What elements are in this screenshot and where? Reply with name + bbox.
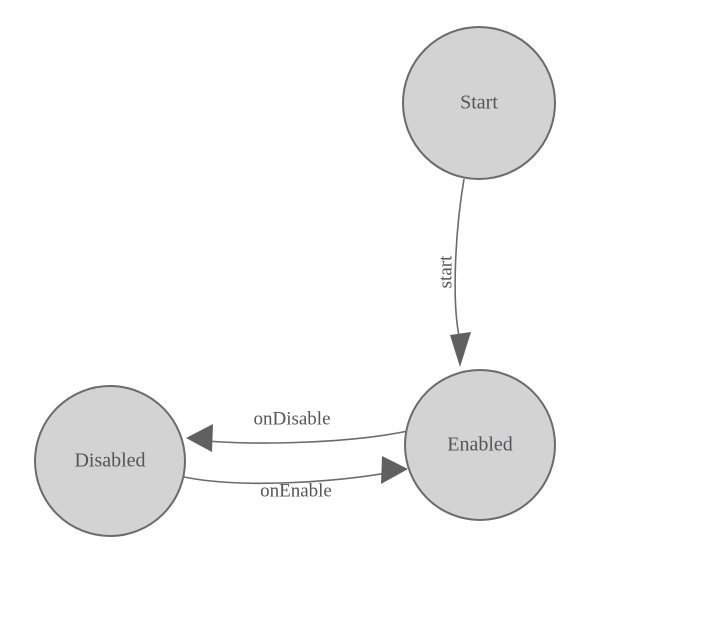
- edge-start-to-enabled-label: start: [435, 255, 456, 288]
- edge-start-to-enabled[interactable]: start: [435, 178, 471, 367]
- edge-enabled-to-disabled-label: onDisable: [253, 408, 330, 429]
- state-node-disabled[interactable]: Disabled: [34, 385, 186, 537]
- state-node-start-label: Start: [460, 92, 498, 114]
- state-node-start[interactable]: Start: [402, 26, 556, 180]
- edge-disabled-to-enabled-arrowhead: [381, 456, 408, 484]
- edge-disabled-to-enabled-label: onEnable: [260, 480, 332, 501]
- edge-start-to-enabled-arrowhead: [450, 332, 471, 367]
- edge-enabled-to-disabled-arrowhead: [186, 424, 213, 452]
- edge-start-to-enabled-line: [454, 178, 465, 337]
- edge-disabled-to-enabled-line: [183, 470, 399, 485]
- state-node-enabled-circle: [404, 369, 556, 521]
- state-node-enabled[interactable]: Enabled: [404, 369, 556, 521]
- edge-enabled-to-disabled-line: [195, 430, 409, 444]
- edge-disabled-to-enabled[interactable]: onEnable: [183, 456, 408, 501]
- state-node-disabled-circle: [34, 385, 186, 537]
- state-node-disabled-label: Disabled: [74, 450, 145, 472]
- state-node-start-circle: [402, 26, 556, 180]
- state-node-enabled-label: Enabled: [447, 434, 513, 456]
- edge-enabled-to-disabled[interactable]: onDisable: [186, 408, 409, 452]
